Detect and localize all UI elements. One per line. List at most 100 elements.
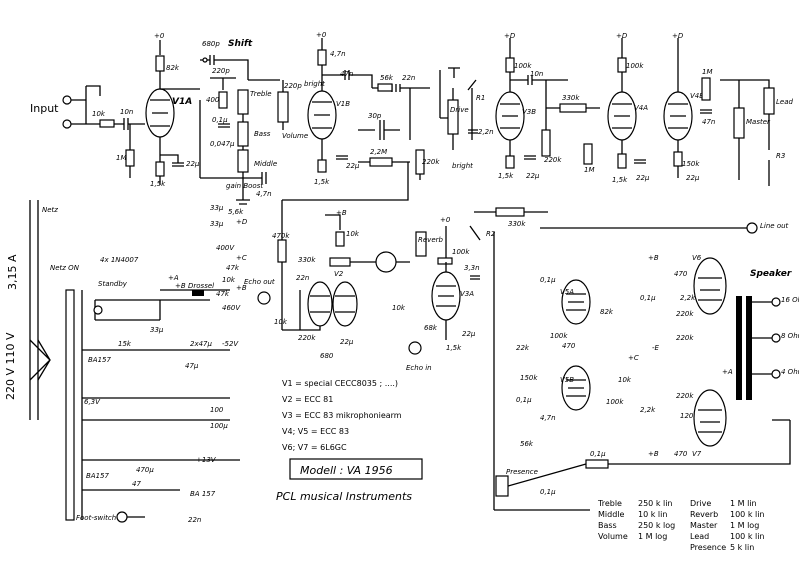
treble-pot[interactable] bbox=[237, 89, 249, 115]
svg-text:470: 470 bbox=[562, 342, 576, 350]
svg-text:10k: 10k bbox=[392, 304, 406, 312]
svg-text:V2: V2 bbox=[334, 270, 344, 278]
svg-text:400V: 400V bbox=[216, 244, 235, 252]
svg-text:1 M lin: 1 M lin bbox=[730, 499, 757, 508]
svg-text:100k: 100k bbox=[514, 62, 532, 70]
svg-text:470: 470 bbox=[674, 270, 688, 278]
master-lead-section: Lead Master R3 bbox=[720, 79, 793, 186]
bass-pot[interactable] bbox=[237, 121, 249, 147]
svg-text:2x47µ: 2x47µ bbox=[190, 340, 213, 348]
drive-label: Drive bbox=[450, 106, 469, 114]
svg-text:250 k log: 250 k log bbox=[638, 521, 675, 530]
svg-text:680p: 680p bbox=[202, 40, 220, 48]
svg-text:+D: +D bbox=[672, 32, 684, 40]
svg-text:22µ: 22µ bbox=[526, 172, 540, 180]
svg-text:22µ: 22µ bbox=[462, 330, 476, 338]
svg-text:5 k lin: 5 k lin bbox=[730, 543, 754, 552]
svg-text:Reverb: Reverb bbox=[690, 510, 718, 519]
svg-text:Bass: Bass bbox=[598, 521, 617, 530]
svg-text:0,1µ: 0,1µ bbox=[590, 450, 606, 458]
model-label: Modell : VA 1956 bbox=[300, 464, 393, 477]
lead-pot[interactable] bbox=[763, 87, 775, 115]
svg-text:0,1µ: 0,1µ bbox=[640, 294, 656, 302]
svg-text:1M: 1M bbox=[584, 166, 595, 174]
svg-text:1,5k: 1,5k bbox=[446, 344, 462, 352]
svg-text:R3: R3 bbox=[776, 152, 785, 160]
svg-text:4,7n: 4,7n bbox=[330, 50, 346, 58]
tube-v1b: V1B bright 4,7n +0 1,5k 22µ 47n bbox=[304, 31, 373, 186]
speaker-8ohm[interactable] bbox=[771, 333, 781, 343]
svg-text:+B: +B bbox=[336, 209, 347, 217]
svg-text:+B: +B bbox=[236, 284, 247, 292]
standby-lamp bbox=[93, 305, 103, 315]
svg-text:100 k lin: 100 k lin bbox=[730, 532, 765, 541]
svg-text:Middle: Middle bbox=[598, 510, 625, 519]
speaker-4ohm[interactable] bbox=[771, 369, 781, 379]
echo-out-jack[interactable] bbox=[257, 291, 271, 305]
svg-text:0,1µ: 0,1µ bbox=[540, 488, 556, 496]
svg-text:1M: 1M bbox=[116, 154, 127, 162]
svg-text:47n: 47n bbox=[702, 118, 715, 126]
svg-text:1 M log: 1 M log bbox=[730, 521, 759, 530]
reverb-pot[interactable] bbox=[415, 231, 427, 257]
line-out-jack[interactable] bbox=[746, 222, 758, 234]
tube-list-1: V1 = special CECC8035 ; ....) bbox=[282, 379, 398, 388]
svg-text:0,1µ: 0,1µ bbox=[540, 276, 556, 284]
svg-text:+B: +B bbox=[175, 282, 186, 290]
svg-text:220p: 220p bbox=[212, 67, 230, 75]
power-supply: Netz 3,15 A 220 V 110 V Netz ON 4x 1N400… bbox=[4, 200, 248, 524]
svg-text:470: 470 bbox=[674, 450, 688, 458]
tube-v1a: V1A 82k +0 1,5k 22µ bbox=[145, 32, 200, 188]
svg-text:BA 157: BA 157 bbox=[190, 490, 216, 498]
svg-text:2,2k: 2,2k bbox=[640, 406, 656, 414]
svg-text:+B: +B bbox=[648, 254, 659, 262]
svg-text:22µ: 22µ bbox=[186, 160, 200, 168]
input-jack[interactable] bbox=[62, 95, 72, 105]
resistor-1M bbox=[125, 149, 135, 167]
svg-text:16 Ohm: 16 Ohm bbox=[781, 296, 799, 304]
svg-text:100k: 100k bbox=[606, 398, 624, 406]
gain-boost-label: gain Boost bbox=[226, 182, 263, 190]
svg-text:V1A: V1A bbox=[172, 97, 192, 107]
svg-text:10n: 10n bbox=[530, 70, 543, 78]
presence-pot[interactable] bbox=[495, 475, 509, 497]
svg-text:470k: 470k bbox=[272, 232, 290, 240]
svg-text:330k: 330k bbox=[298, 256, 316, 264]
svg-text:47n: 47n bbox=[340, 70, 353, 78]
svg-text:+C: +C bbox=[236, 254, 247, 262]
svg-text:0,1µ: 0,1µ bbox=[212, 116, 228, 124]
svg-text:+C: +C bbox=[628, 354, 639, 362]
echo-in-jack[interactable] bbox=[408, 341, 422, 355]
svg-text:220k: 220k bbox=[544, 156, 562, 164]
svg-text:V1B: V1B bbox=[336, 100, 350, 108]
echo-in-label: Echo in bbox=[406, 364, 432, 372]
mic-connector bbox=[375, 251, 397, 273]
svg-text:V4B: V4B bbox=[690, 92, 704, 100]
svg-text:330k: 330k bbox=[508, 220, 526, 228]
svg-text:+D: +D bbox=[616, 32, 628, 40]
middle-pot[interactable] bbox=[237, 149, 249, 173]
svg-text:56k: 56k bbox=[380, 74, 394, 82]
svg-text:220p: 220p bbox=[284, 82, 302, 90]
tube-list-2: V2 = ECC 81 bbox=[282, 395, 333, 404]
svg-text:400k: 400k bbox=[206, 96, 224, 104]
input-jack-2[interactable] bbox=[62, 119, 72, 129]
svg-text:V6: V6 bbox=[692, 254, 702, 262]
volume-pot[interactable] bbox=[277, 91, 289, 123]
speaker-16ohm[interactable] bbox=[771, 297, 781, 307]
footswitch-jack[interactable] bbox=[116, 511, 128, 523]
svg-text:V5B: V5B bbox=[560, 376, 574, 384]
svg-text:1,5k: 1,5k bbox=[314, 178, 330, 186]
heater-label: 6,3V bbox=[84, 398, 101, 406]
svg-text:+A: +A bbox=[168, 274, 179, 282]
master-pot[interactable] bbox=[733, 107, 745, 139]
svg-text:V7: V7 bbox=[692, 450, 702, 458]
shift-label: Shift bbox=[228, 39, 253, 49]
svg-text:22n: 22n bbox=[188, 516, 201, 524]
svg-text:30p: 30p bbox=[368, 112, 382, 120]
lead-label: Lead bbox=[776, 98, 793, 106]
svg-text:V3A: V3A bbox=[460, 290, 474, 298]
value-10k: 10k bbox=[92, 110, 106, 118]
shift-switch[interactable] bbox=[202, 57, 208, 63]
svg-text:33µ: 33µ bbox=[210, 204, 224, 212]
